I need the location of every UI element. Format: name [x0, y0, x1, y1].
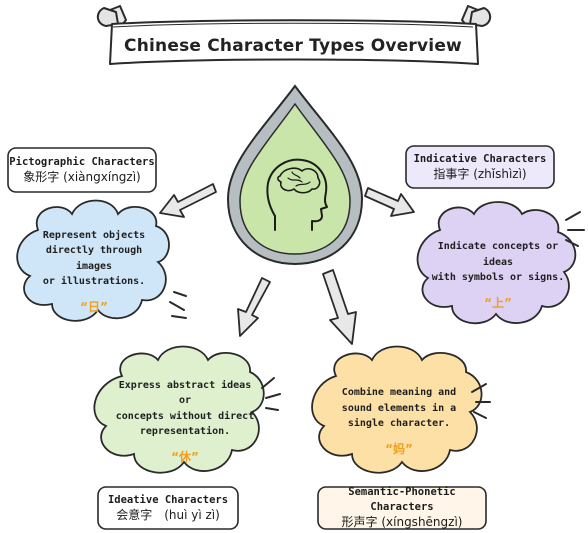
arrow-to-ideative [237, 277, 271, 337]
ideative-description: Express abstract ideas or concepts witho… [112, 380, 258, 464]
page-title: Chinese Character Types Overview [124, 36, 462, 56]
ideative-cloud [93, 345, 265, 474]
ideative-label-box [97, 486, 239, 530]
semantic-phonetic-description: Combine meaning and sound elements in a … [326, 382, 472, 462]
semantic-phonetic-desc-line: sound elements in a [341, 402, 457, 414]
semantic-phonetic-example: “妈” [385, 441, 413, 456]
indicative-description: Indicate concepts or ideas with symbols … [428, 240, 568, 312]
pictographic-chinese: 象形字 (xiàngxíngzì) [23, 169, 141, 184]
semantic-phonetic-desc-line: Combine meaning and [341, 387, 457, 399]
pictographic-desc-line: directly through images [45, 245, 143, 272]
ideative-label: Ideative Characters 会意字 (huì yì zì) [98, 487, 238, 529]
arrow-to-indicative [364, 187, 415, 217]
arrow-to-semantic-phonetic [322, 269, 357, 345]
semantic-phonetic-chinese: 形声字 (xíngshēngzì) [341, 514, 463, 529]
semantic-phonetic-label-box [317, 486, 487, 530]
indicative-cloud [416, 201, 577, 325]
ideative-desc-line: Express abstract ideas or [118, 379, 252, 407]
pictographic-label-box [7, 147, 157, 193]
indicative-desc-line: Indicate concepts or ideas [437, 241, 559, 268]
pictographic-label: Pictographic Characters 象形字 (xiàngxíngzì… [8, 148, 156, 192]
pictographic-description: Represent objects directly through image… [26, 230, 162, 314]
ideative-chinese: 会意字 (huì yì zì) [116, 507, 220, 522]
indicative-example: “上” [484, 295, 512, 310]
pictographic-desc-line: Represent objects [42, 229, 146, 241]
indicative-chinese: 指事字 (zhǐshìzì) [433, 166, 527, 181]
sketch-marks [169, 211, 585, 419]
pictographic-desc-line: or illustrations. [42, 276, 146, 288]
pictographic-cloud [16, 199, 170, 322]
semantic-phonetic-name: Semantic-Phonetic Characters [348, 486, 456, 513]
head-brain-icon [266, 158, 328, 231]
indicative-desc-line: with symbols or signs. [431, 272, 565, 284]
indicative-name: Indicative Characters [413, 152, 547, 165]
ideative-desc-line: representation. [139, 426, 231, 438]
semantic-phonetic-cloud [311, 345, 483, 474]
title-banner [96, 5, 492, 65]
pictographic-name: Pictographic Characters [9, 155, 155, 168]
ideative-name: Ideative Characters [107, 493, 229, 506]
semantic-phonetic-label: Semantic-Phonetic Characters 形声字 (xíngsh… [318, 486, 486, 529]
indicative-label-box [405, 145, 555, 189]
arrow-to-pictographic [159, 183, 217, 218]
ideative-example: “休” [171, 449, 199, 464]
pictographic-example: “日” [80, 299, 108, 314]
semantic-phonetic-desc-line: single character. [347, 418, 451, 430]
indicative-label: Indicative Characters 指事字 (zhǐshìzì) [406, 146, 554, 188]
ideative-desc-line: concepts without direct [115, 410, 255, 422]
